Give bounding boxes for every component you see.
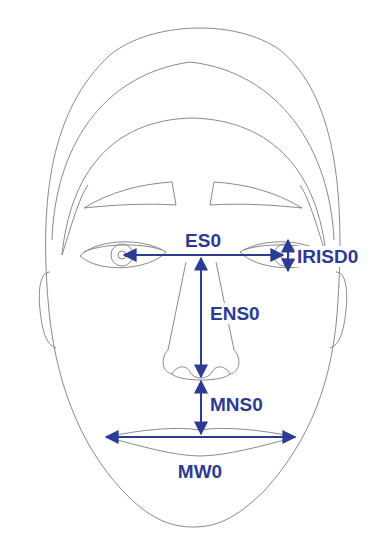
- nose-left: [163, 262, 186, 374]
- dimension-label: MNS0: [208, 394, 265, 415]
- left-ear: [39, 272, 56, 348]
- mw0-dimension: [106, 436, 295, 438]
- dimension-label: IRISD0: [295, 246, 360, 267]
- ens0-dimension: [200, 258, 202, 377]
- hairline: [52, 62, 334, 240]
- dimension-label: ES0: [183, 230, 223, 251]
- dimension-label: ENS0: [208, 303, 262, 324]
- right-ear: [330, 272, 347, 348]
- forehead-line: [62, 118, 326, 255]
- es0-dimension: [124, 254, 283, 256]
- left-eyebrow: [84, 182, 176, 208]
- irisd0-dimension: [287, 240, 289, 271]
- right-eyebrow: [210, 182, 302, 208]
- dimension-label: MW0: [176, 461, 224, 482]
- head-outline: [46, 28, 340, 527]
- mns0-dimension: [200, 381, 202, 434]
